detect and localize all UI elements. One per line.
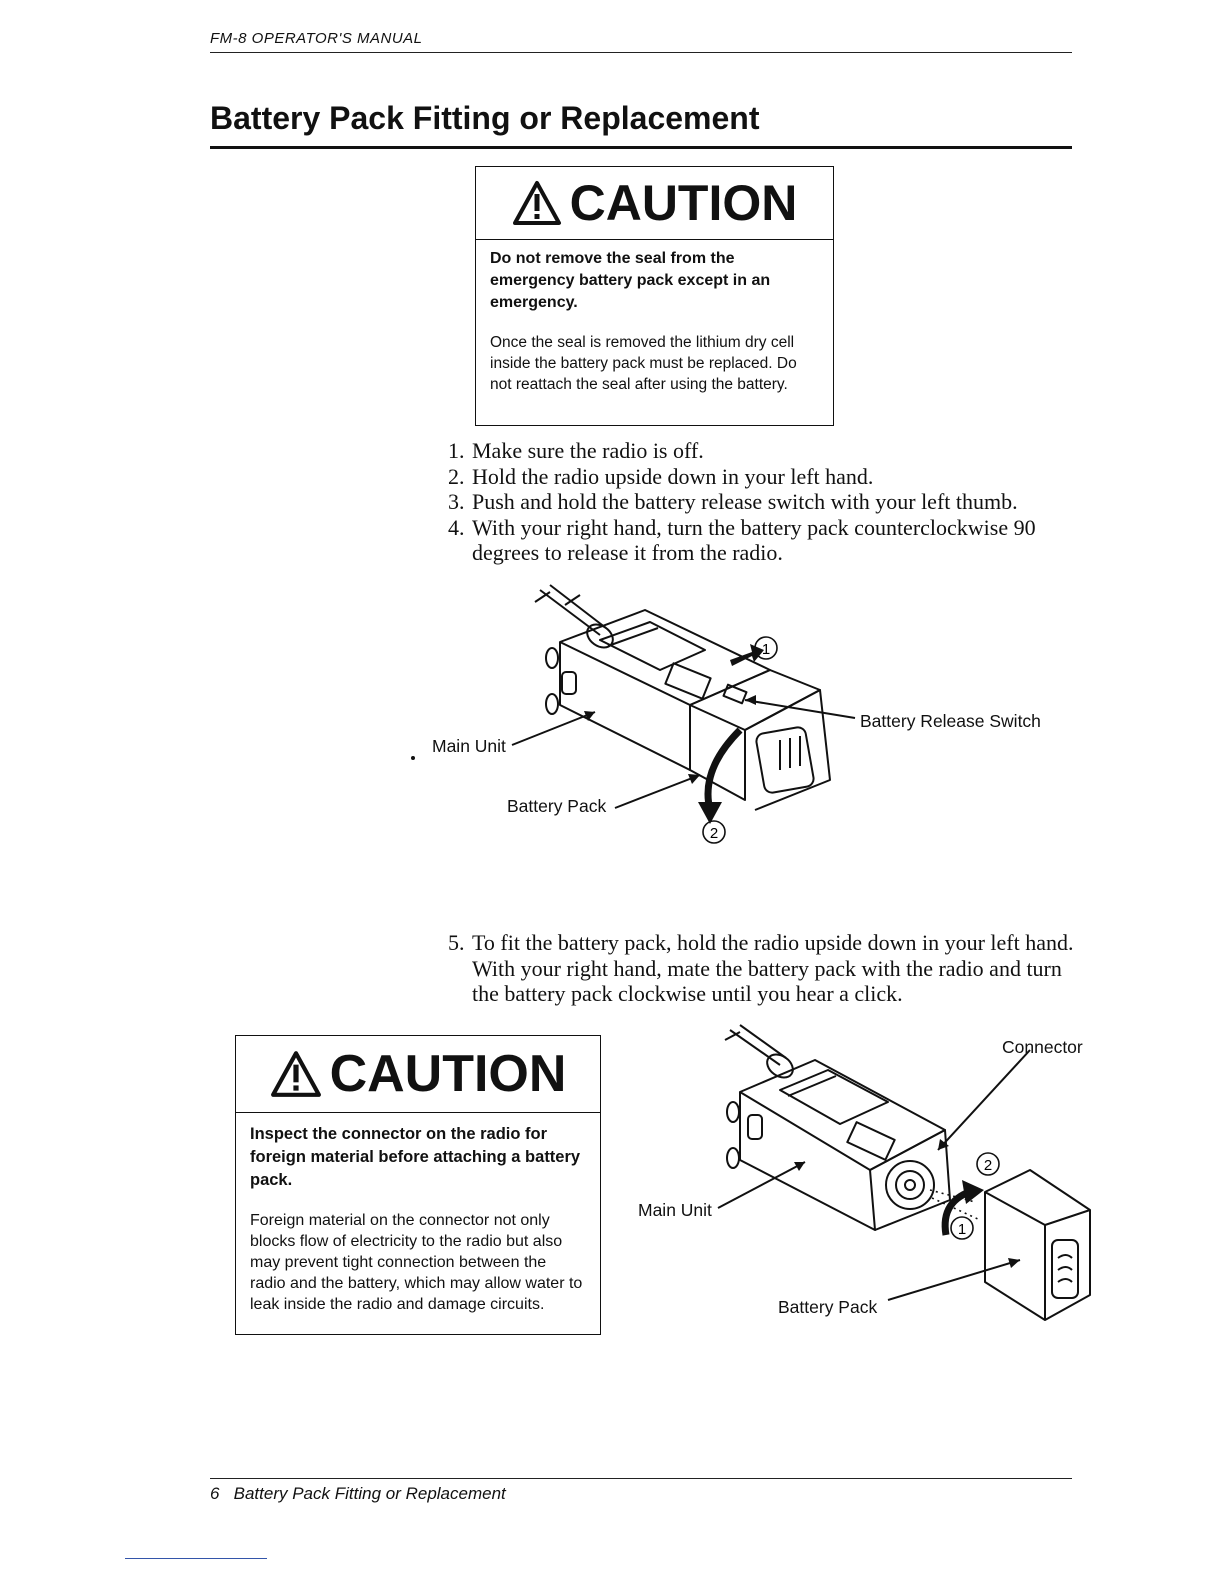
step-text: To fit the battery pack, hold the radio …	[472, 930, 1074, 1006]
battery-removal-illustration: 1 2	[411, 584, 856, 844]
page-title: Battery Pack Fitting or Replacement	[210, 100, 760, 136]
footer-section-title: Battery Pack Fitting or Replacement	[233, 1484, 506, 1503]
caution-heading-text: CAUTION	[569, 175, 798, 231]
callout-1-number: 1	[762, 641, 770, 658]
callout-1-circle	[950, 1216, 974, 1240]
caution-heading: CAUTION	[236, 1036, 600, 1113]
battery-fitting-illustration: 2 1	[717, 1024, 1091, 1321]
caution-box-connector: CAUTION Inspect the connector on the rad…	[235, 1035, 601, 1335]
footer-divider	[210, 1478, 1072, 1479]
warning-triangle-icon	[270, 1051, 321, 1097]
callout-2-circle	[702, 820, 726, 844]
warning-triangle-icon	[512, 181, 561, 225]
header-divider	[210, 52, 1072, 53]
caution-detail-text: Foreign material on the connector not on…	[250, 1212, 583, 1313]
step-item: 2. Hold the radio upside down in your lef…	[448, 464, 1078, 490]
step-number: 5.	[448, 930, 465, 955]
step-text: Make sure the radio is off.	[472, 438, 704, 463]
title-divider	[210, 146, 1072, 149]
step-text: Hold the radio upside down in your left …	[472, 463, 874, 489]
label-main-unit: Main Unit	[432, 736, 506, 756]
step-item: 4. With your right hand, turn the battery…	[448, 515, 1078, 566]
label-battery-release-switch: Battery Release Switch	[860, 711, 1041, 731]
step-item: 1. Make sure the radio is off.	[448, 438, 1078, 464]
caution-heading-text: CAUTION	[329, 1045, 567, 1103]
running-header: FM-8 OPERATOR'S MANUAL	[210, 30, 423, 47]
label-battery-pack: Battery Pack	[778, 1297, 878, 1317]
step-item: 5. To fit the battery pack, hold the radi…	[448, 930, 1078, 1007]
step-item: 3. Push and hold the battery release swit…	[448, 489, 1078, 515]
label-connector: Connector	[1002, 1037, 1083, 1057]
callout-1-number: 1	[958, 1221, 966, 1238]
step-text: Push and hold the battery release switch…	[472, 489, 1018, 514]
step-text: With your right hand, turn the battery p…	[472, 514, 1036, 566]
bottom-edge-line	[125, 1558, 267, 1559]
page-number: 6	[210, 1484, 220, 1503]
caution-body: Do not remove the seal from the emergenc…	[476, 240, 833, 403]
caution-body: Inspect the connector on the radio for f…	[236, 1113, 600, 1325]
callout-2-circle	[976, 1152, 1000, 1176]
step-number: 4.	[448, 514, 465, 540]
instruction-steps: 1. Make sure the radio is off. 2. Hold the…	[448, 438, 1078, 566]
label-battery-pack: Battery Pack	[507, 796, 607, 816]
step-number: 3.	[448, 489, 465, 514]
instruction-steps-continued: 5. To fit the battery pack, hold the radi…	[448, 930, 1078, 1007]
step-number: 2.	[448, 463, 465, 489]
caution-warning-text: Inspect the connector on the radio for f…	[250, 1125, 581, 1189]
step-number: 1.	[448, 438, 465, 463]
caution-heading: CAUTION	[476, 167, 833, 240]
caution-box-seal: CAUTION Do not remove the seal from the …	[475, 166, 834, 426]
caution-detail-text: Once the seal is removed the lithium dry…	[490, 334, 797, 393]
caution-warning-text: Do not remove the seal from the emergenc…	[490, 250, 771, 311]
label-main-unit: Main Unit	[638, 1200, 712, 1220]
callout-1-circle	[754, 636, 778, 660]
page-footer: 6 Battery Pack Fitting or Replacement	[210, 1484, 506, 1504]
callout-2-number: 2	[984, 1157, 992, 1174]
callout-2-number: 2	[710, 825, 718, 842]
